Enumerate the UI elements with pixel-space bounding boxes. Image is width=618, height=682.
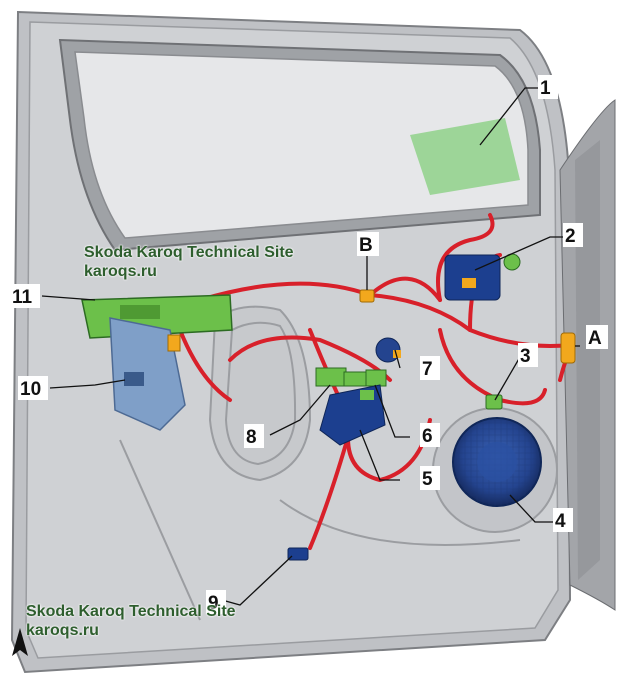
- connector-orange-10: [167, 334, 181, 352]
- component-10-motor: [109, 317, 186, 431]
- callout-3: 3: [520, 346, 531, 367]
- callout-labels: 1 2 3 4 5 6 7 8 9 10 11 A B: [10, 75, 608, 614]
- callout-10: 10: [20, 379, 41, 400]
- callout-A: A: [588, 328, 602, 349]
- watermark-bottom-title: Skoda Karoq Technical Site: [26, 603, 236, 620]
- watermark-bottom: Skoda Karoq Technical Site karoqs.ru: [26, 602, 236, 640]
- exterior-mirror-trigger: [410, 118, 520, 195]
- connector-B: [359, 289, 375, 303]
- component-7-tweeter: [375, 337, 401, 363]
- connector-A: [560, 332, 576, 364]
- north-arrow-icon: [12, 628, 28, 656]
- component-2-lock-module: [444, 253, 521, 301]
- window-glass: [58, 38, 541, 252]
- callout-B: B: [359, 235, 373, 256]
- leader-lines: [41, 87, 580, 606]
- watermark-top-site: karoqs.ru: [84, 263, 157, 281]
- component-9-connector: [287, 547, 309, 561]
- callout-4: 4: [555, 511, 566, 532]
- callout-11: 11: [12, 287, 33, 308]
- callout-6: 6: [422, 426, 433, 447]
- watermark-top-title: Skoda Karoq Technical Site: [84, 244, 294, 261]
- callout-9: 9: [208, 593, 219, 614]
- watermark-top: Skoda Karoq Technical Site karoqs.ru: [84, 243, 294, 281]
- watermark-bottom-site: karoqs.ru: [26, 622, 99, 640]
- callout-7: 7: [422, 359, 433, 380]
- component-4-speaker: [452, 417, 542, 507]
- callout-1: 1: [540, 78, 551, 99]
- callout-2: 2: [565, 226, 576, 247]
- component-8-connectors: [315, 367, 387, 387]
- callout-8: 8: [246, 427, 257, 448]
- callout-5: 5: [422, 469, 433, 490]
- component-3-connector: [485, 394, 503, 410]
